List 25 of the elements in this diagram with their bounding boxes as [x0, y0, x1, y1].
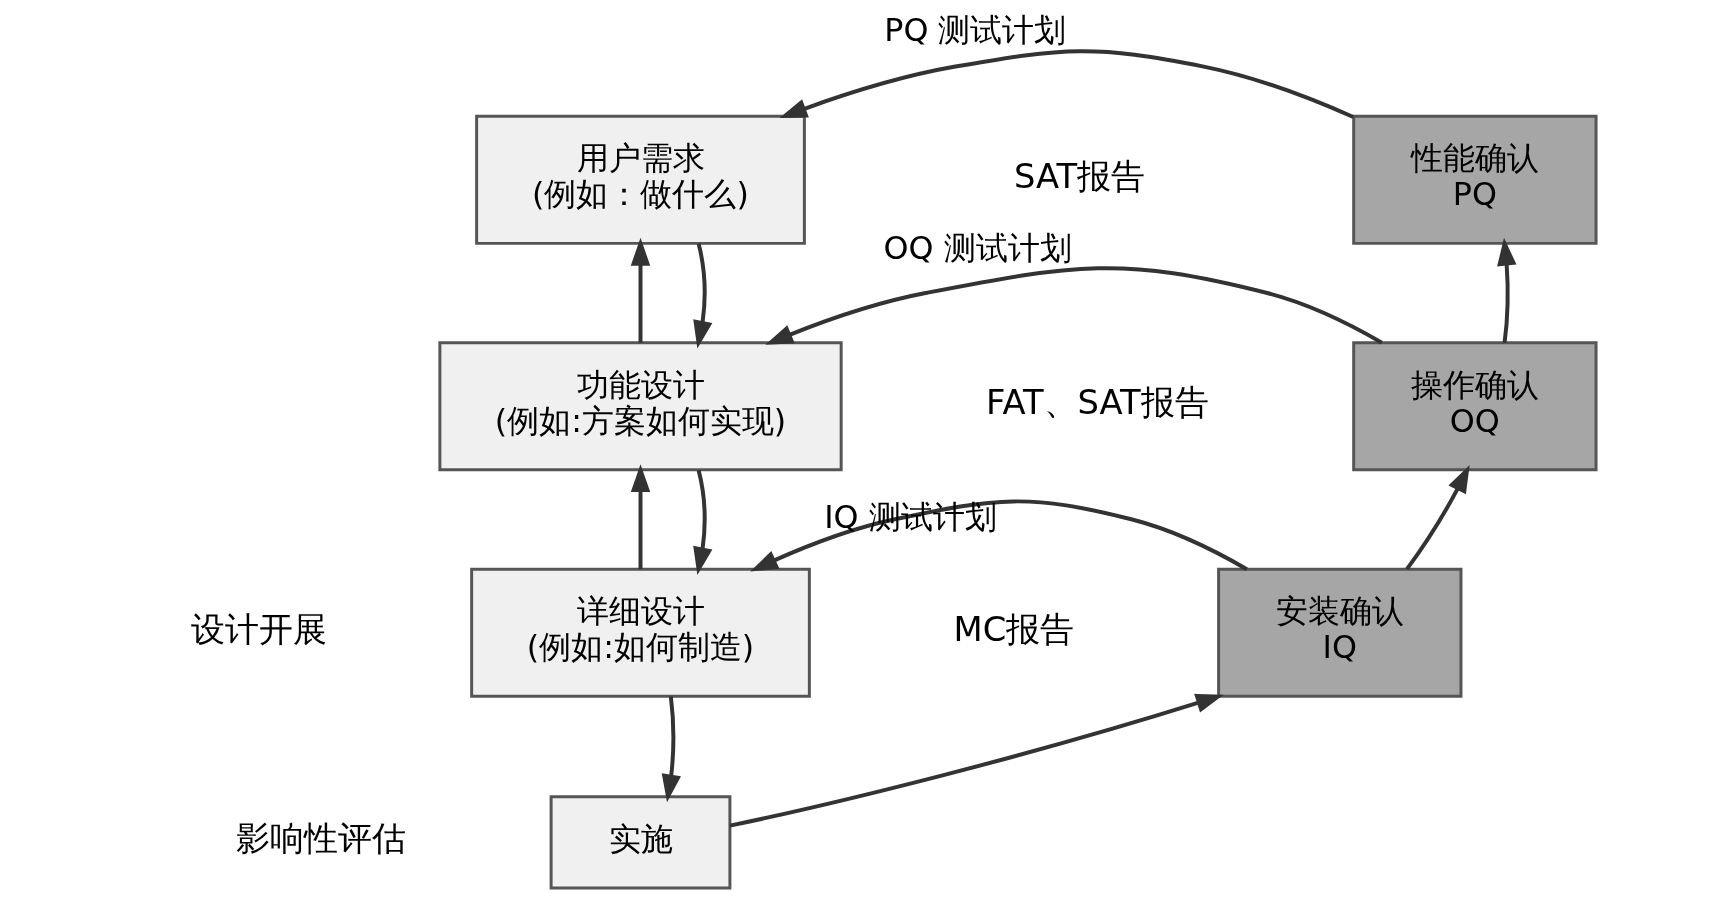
arrow	[1404, 464, 1470, 571]
node-box: 操作确认 OQ	[1351, 341, 1598, 472]
label: 设计开展	[190, 609, 327, 649]
node-box: 用户需求 (例如：做什么)	[474, 114, 806, 245]
arrow	[749, 499, 1248, 572]
label: FAT、SAT报告	[985, 383, 1209, 423]
arrow	[764, 266, 1383, 345]
node-box: 实施	[549, 795, 731, 890]
node-box: 性能确认 PQ	[1351, 114, 1598, 245]
arrow	[1496, 237, 1516, 343]
arrow	[661, 696, 681, 803]
node-box: 功能设计 (例如:方案如何实现)	[437, 341, 843, 472]
arrow	[778, 49, 1354, 119]
node-box: 详细设计 (例如:如何制造)	[469, 567, 811, 698]
arrow	[630, 237, 650, 343]
arrow	[630, 464, 650, 570]
label: 影响性评估	[235, 819, 406, 859]
edge-label: PQ 测试计划	[883, 12, 1066, 49]
arrow	[692, 243, 712, 349]
edge-label: OQ 测试计划	[883, 230, 1072, 267]
node-box: 安装确认 IQ	[1216, 567, 1462, 698]
label: MC报告	[953, 609, 1074, 649]
label: SAT报告	[1013, 156, 1145, 196]
arrow	[692, 469, 712, 575]
arrow	[729, 693, 1224, 828]
